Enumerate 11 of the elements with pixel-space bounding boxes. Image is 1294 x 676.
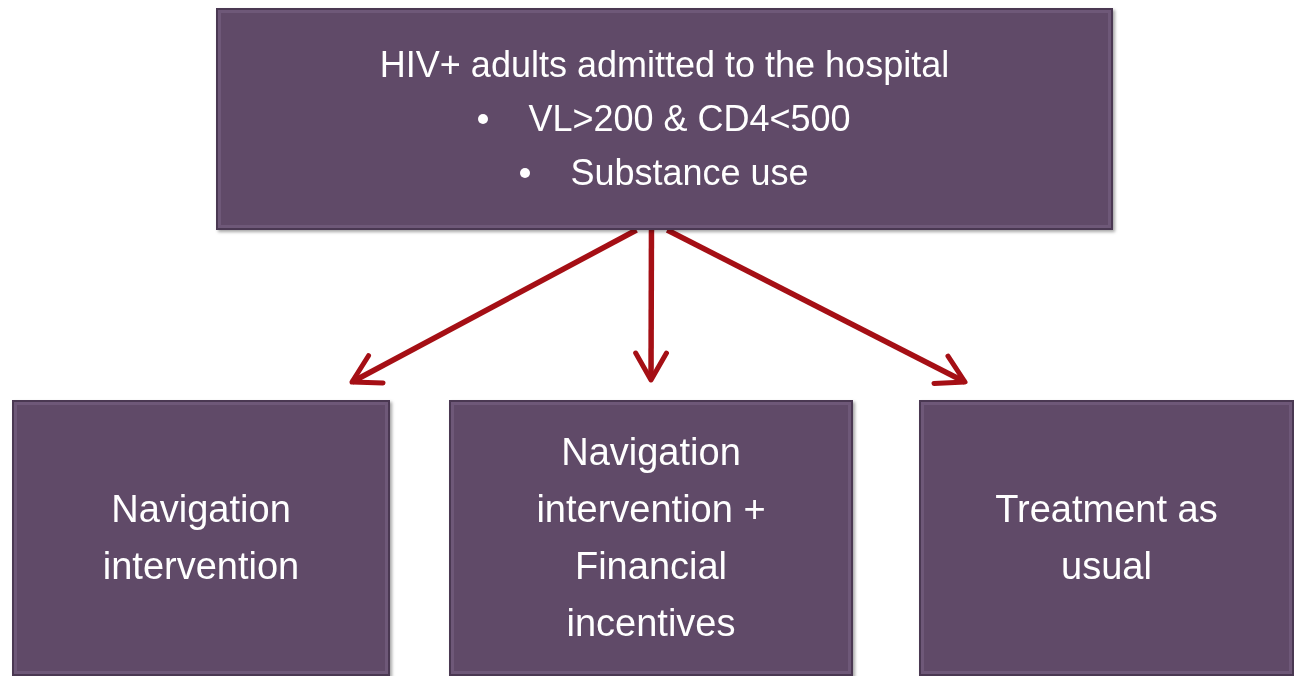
process-box [919,400,1294,676]
bullet-text: VL>200 & CD4<500 [528,97,851,141]
process-box [12,400,390,676]
box-text: Treatment as usual [994,487,1219,589]
process-box [216,8,1113,230]
arrow [633,230,669,383]
box-heading: HIV+ adults admitted to the hospital [379,43,950,87]
box-text: Navigation intervention + Financial incentives [535,430,767,646]
box-text: Navigation intervention [101,487,301,589]
process-box [449,400,853,676]
bullet-text: Substance use [570,151,809,195]
